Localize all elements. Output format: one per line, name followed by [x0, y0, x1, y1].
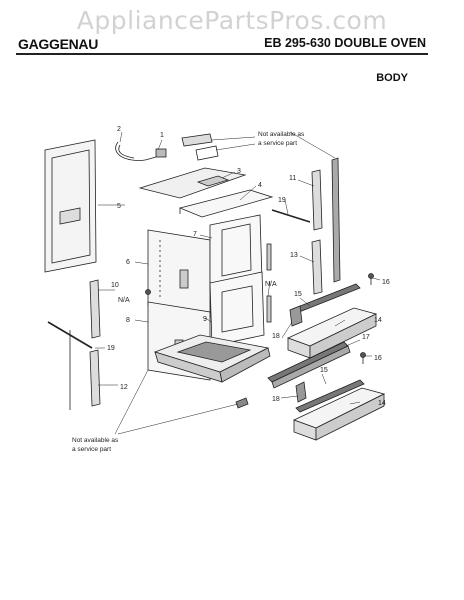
callout-6: 6: [126, 259, 130, 266]
model-title: EB 295-630 DOUBLE OVEN: [264, 36, 426, 50]
callout-4: 4: [258, 182, 262, 189]
callout-labels: 1 2 3 4 5 6 7 8 9 10 11 12 13 14 14 15 1…: [72, 126, 390, 453]
leader-lines: [95, 131, 381, 435]
part-9-side-panel: [209, 271, 265, 347]
part-10-strip: [89, 279, 101, 339]
part-long-strip: [331, 157, 341, 283]
part-4-top-panel: [178, 189, 274, 218]
screw-bottom-left: [235, 397, 249, 409]
callout-19-left: 19: [107, 345, 115, 352]
watermark: AppliancePartsPros.com: [76, 6, 388, 35]
note-bottom-line1: Not available as: [72, 437, 119, 444]
part-3-top-plate: [138, 167, 247, 199]
part-15-bracket-lower: [295, 379, 365, 413]
callout-na-right: N/A: [265, 281, 277, 288]
callout-10: 10: [111, 282, 119, 289]
part-11-rail: [311, 169, 323, 231]
callout-2: 2: [117, 126, 121, 133]
callout-18-lower: 18: [272, 396, 280, 403]
section-title: BODY: [376, 72, 408, 84]
part-na-strips-right: [266, 243, 272, 323]
note-top-line1: Not available as: [258, 131, 305, 138]
callout-1: 1: [160, 132, 164, 139]
part-6-side-panel: [147, 229, 211, 319]
part-19-rod-right: [271, 209, 311, 223]
part-18-clip-lower: [295, 381, 307, 403]
callout-9: 9: [203, 316, 207, 323]
callout-12: 12: [120, 384, 128, 391]
callout-15-lower: 15: [320, 367, 328, 374]
part-13-rail: [311, 239, 323, 295]
part-2-cable: [115, 141, 167, 161]
callout-16-lower: 16: [374, 355, 382, 362]
part-14-beam-lower: [292, 387, 386, 441]
part-12-strip: [89, 349, 101, 407]
callout-15-upper: 15: [294, 291, 302, 298]
callout-5: 5: [117, 203, 121, 210]
brand-logo: GAGGENAU: [18, 36, 99, 52]
callout-13: 13: [290, 252, 298, 259]
callout-7: 7: [193, 231, 197, 238]
part-18-clip-upper: [289, 305, 303, 327]
callout-19-right: 19: [278, 197, 286, 204]
part-bracket-top: [181, 133, 219, 161]
part-16-screw-bottom: [360, 352, 366, 364]
part-5-door-panel: [44, 139, 97, 273]
callout-na-left: N/A: [118, 297, 130, 304]
callout-18-upper: 18: [272, 333, 280, 340]
header-rule: [16, 53, 428, 55]
callout-16-upper: 16: [382, 279, 390, 286]
part-17-bracket: [267, 341, 351, 389]
callout-8: 8: [126, 317, 130, 324]
callout-14-upper: 14: [374, 317, 382, 324]
callout-17: 17: [362, 334, 370, 341]
bottom-tray: [153, 334, 271, 383]
screw-na-left: [145, 289, 151, 295]
callout-11: 11: [289, 175, 296, 182]
part-16-screw-top: [368, 273, 374, 285]
note-bottom-line2: a service part: [72, 446, 111, 453]
callout-14-lower: 14: [378, 400, 386, 407]
callout-3: 3: [237, 168, 241, 175]
note-top-line2: a service part: [258, 140, 297, 147]
